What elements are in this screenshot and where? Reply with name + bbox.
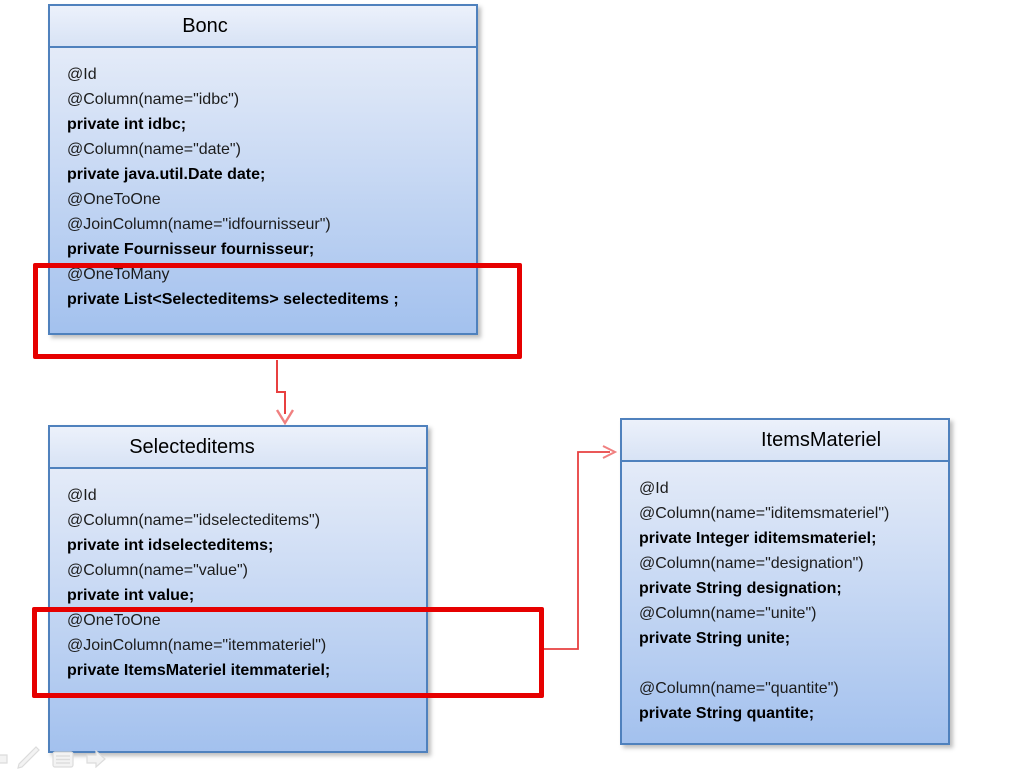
entity-body: @Id @Column(name="iditemsmateriel") priv…: [622, 462, 948, 743]
code-line: private String unite;: [639, 630, 791, 647]
code-line: @Column(name="unite"): [639, 605, 817, 622]
code-line: @Column(name="idselecteditems"): [67, 512, 321, 529]
code-line: private Fournisseur fournisseur;: [67, 241, 315, 258]
code-line: @Id: [67, 487, 97, 504]
code-line: @Column(name="quantite"): [639, 680, 839, 697]
entity-box-itemsmateriel: ItemsMateriel @Id @Column(name="iditemsm…: [620, 418, 950, 745]
next-slide-icon[interactable]: [84, 750, 108, 768]
entity-title: Bonc: [50, 6, 476, 48]
code-line: private String quantite;: [639, 705, 815, 722]
down-arrow: [275, 360, 295, 426]
entity-box-selecteditems: Selecteditems @Id @Column(name="idselect…: [48, 425, 428, 753]
highlight-rect-onetomany: [33, 263, 522, 359]
code-line: private int value;: [67, 587, 195, 604]
code-line: private int idselecteditems;: [67, 537, 274, 554]
previous-slide-icon[interactable]: [0, 750, 10, 768]
code-line: @OneToOne: [67, 191, 161, 208]
entity-title: Selecteditems: [50, 427, 426, 469]
code-line: private ItemsMateriel itemmateriel;: [67, 662, 331, 679]
code-line: @OneToOne: [67, 612, 161, 629]
code-line: @OneToMany: [67, 266, 170, 283]
code-line: @JoinColumn(name="itemmateriel"): [67, 637, 327, 654]
code-line: [639, 651, 940, 676]
code-line: private int idbc;: [67, 116, 187, 133]
code-line: @Id: [639, 480, 669, 497]
pen-icon[interactable]: [16, 746, 42, 770]
code-line: @Column(name="date"): [67, 141, 241, 158]
code-line: @Column(name="idbc"): [67, 91, 240, 108]
code-line: private java.util.Date date;: [67, 166, 266, 183]
code-line: @Column(name="designation"): [639, 555, 864, 572]
entity-box-bonc: Bonc @Id @Column(name="idbc") private in…: [48, 4, 478, 335]
code-line: @JoinColumn(name="idfournisseur"): [67, 216, 331, 233]
code-line: @Column(name="iditemsmateriel"): [639, 505, 890, 522]
elbow-connector-arrow: [544, 445, 618, 650]
entity-title: ItemsMateriel: [622, 420, 948, 462]
code-line: @Id: [67, 66, 97, 83]
slide-menu-icon[interactable]: [52, 751, 74, 768]
highlight-rect-onetoone: [32, 607, 544, 698]
code-line: private String designation;: [639, 580, 842, 597]
code-line: private Integer iditemsmateriel;: [639, 530, 877, 547]
code-line: private List<Selecteditems> selecteditem…: [67, 291, 399, 308]
entity-body: @Id @Column(name="idbc") private int idb…: [50, 48, 476, 333]
code-line: @Column(name="value"): [67, 562, 249, 579]
